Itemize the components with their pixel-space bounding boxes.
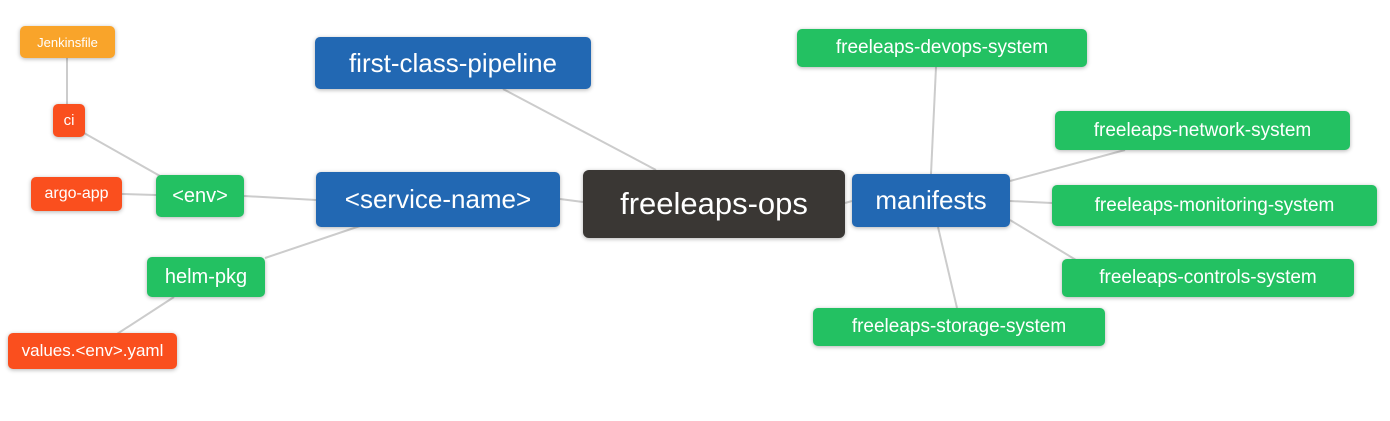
node-helm-pkg[interactable]: helm-pkg — [147, 257, 265, 297]
edge-freeleaps-ops-manifests — [844, 200, 853, 204]
node-freeleaps-controls-system[interactable]: freeleaps-controls-system — [1062, 259, 1354, 297]
edge-values-helm-pkg — [116, 296, 175, 335]
edge-devops-manifests — [930, 66, 937, 175]
node-freeleaps-network-system[interactable]: freeleaps-network-system — [1055, 111, 1350, 150]
node-argo-app[interactable]: argo-app — [31, 177, 122, 211]
edge-manifests-controls — [1009, 219, 1077, 261]
node-first-class-pipeline[interactable]: first-class-pipeline — [315, 37, 591, 89]
node-freeleaps-devops-system[interactable]: freeleaps-devops-system — [797, 29, 1087, 67]
edge-manifests-monitoring — [1009, 200, 1053, 204]
edge-helm-pkg-service-name — [264, 225, 361, 259]
edge-ci-env — [83, 132, 161, 177]
edge-env-service-name — [243, 195, 317, 201]
node-freeleaps-monitoring-system[interactable]: freeleaps-monitoring-system — [1052, 185, 1377, 226]
node-manifests[interactable]: manifests — [852, 174, 1010, 227]
node-ci[interactable]: ci — [53, 104, 85, 137]
node-env[interactable]: <env> — [156, 175, 244, 217]
node-jenkinsfile[interactable]: Jenkinsfile — [20, 26, 115, 58]
edge-service-freeleaps-ops — [559, 198, 584, 203]
edge-manifests-storage — [937, 226, 958, 309]
node-service-name[interactable]: <service-name> — [316, 172, 560, 227]
edge-argo-app-env — [121, 193, 157, 196]
node-freeleaps-storage-system[interactable]: freeleaps-storage-system — [813, 308, 1105, 346]
edge-pipeline-freeleaps-ops — [502, 88, 657, 171]
edge-manifests-network — [1009, 149, 1126, 182]
node-freeleaps-ops[interactable]: freeleaps-ops — [583, 170, 845, 238]
node-values-env-yaml[interactable]: values.<env>.yaml — [8, 333, 177, 369]
